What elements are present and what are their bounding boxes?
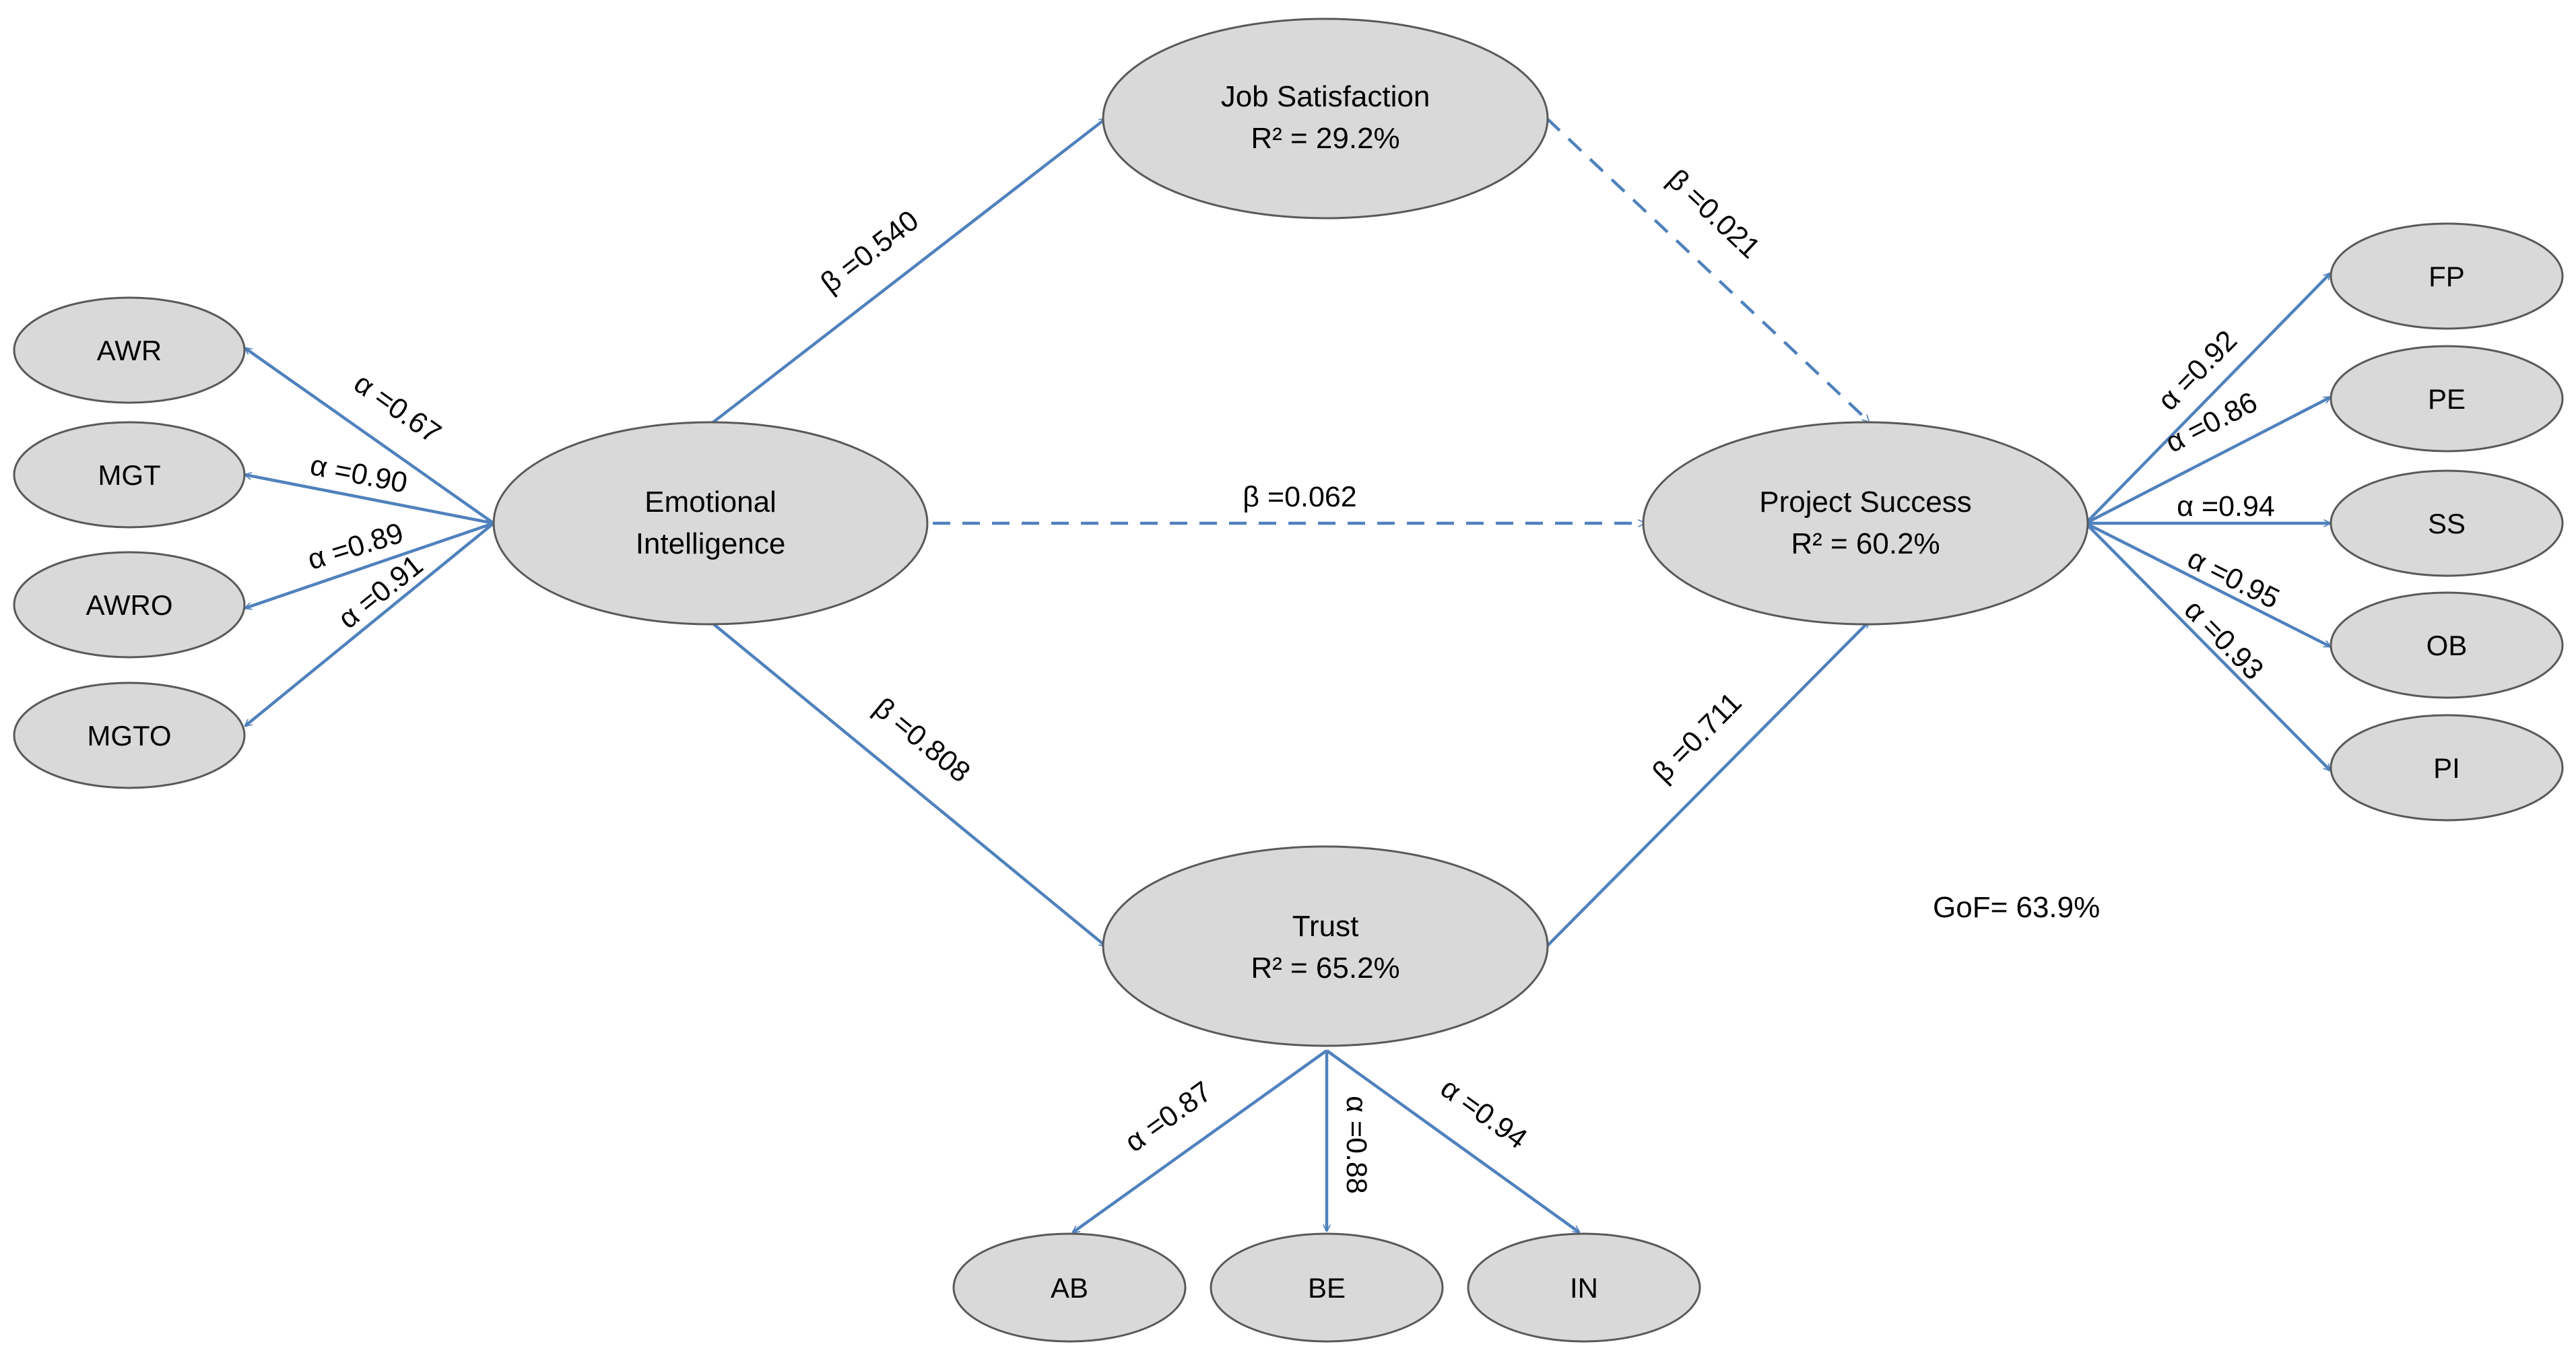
node-in bbox=[1467, 1232, 1701, 1343]
nodes bbox=[13, 18, 2564, 1343]
alpha-ss: α =0.94 bbox=[2177, 490, 2275, 523]
alpha-ab: α =0.87 bbox=[1119, 1075, 1218, 1159]
node-fp bbox=[2330, 222, 2564, 330]
path-trust-to-ps bbox=[1546, 622, 1869, 948]
loading-ei-awr bbox=[245, 347, 495, 525]
in-label: IN bbox=[1570, 1272, 1598, 1304]
beta-ei-ps: β =0.062 bbox=[1243, 481, 1356, 513]
node-awr bbox=[13, 296, 246, 404]
ab-label: AB bbox=[1051, 1272, 1088, 1304]
node-awro bbox=[13, 551, 246, 659]
node-ss bbox=[2330, 469, 2564, 577]
be-label: BE bbox=[1308, 1272, 1346, 1304]
path-js-to-ps bbox=[1546, 117, 1869, 422]
gof-label: GoF= 63.9% bbox=[1933, 891, 2100, 924]
beta-trust-ps: β =0.711 bbox=[1647, 686, 1748, 789]
ps-label-r2: R² = 60.2% bbox=[1791, 527, 1940, 560]
beta-js-ps: β =0.021 bbox=[1661, 163, 1766, 265]
node-pe bbox=[2330, 345, 2564, 453]
alpha-in: α =0.94 bbox=[1434, 1072, 1533, 1156]
loading-ei-mgt bbox=[245, 475, 494, 525]
mgto-label: MGTO bbox=[87, 720, 171, 752]
path-ei-to-trust bbox=[709, 620, 1106, 946]
loading-ei-awro bbox=[245, 521, 494, 608]
ei-label-line1: Emotional bbox=[645, 486, 777, 519]
loading-ps-fp bbox=[2084, 273, 2330, 525]
alpha-be: α =0.88 bbox=[1340, 1096, 1373, 1194]
fp-label: FP bbox=[2429, 261, 2465, 292]
loading-ei-mgto bbox=[245, 522, 495, 726]
mgt-label: MGT bbox=[98, 459, 160, 491]
node-mgt bbox=[13, 421, 246, 529]
node-job-satisfaction bbox=[1102, 18, 1549, 220]
ob-label: OB bbox=[2426, 630, 2468, 661]
loading-ps-pi bbox=[2084, 522, 2330, 770]
node-project-success bbox=[1642, 421, 2089, 626]
js-label-title: Job Satisfaction bbox=[1221, 80, 1430, 113]
node-ab bbox=[952, 1232, 1187, 1343]
node-trust bbox=[1102, 845, 1549, 1047]
node-ob bbox=[2330, 591, 2564, 699]
loading-trust-ab bbox=[1073, 1049, 1328, 1234]
loading-ps-ob bbox=[2084, 521, 2330, 649]
alpha-awr: α =0.67 bbox=[348, 367, 447, 450]
js-label-r2: R² = 29.2% bbox=[1251, 122, 1399, 155]
node-mgto bbox=[13, 682, 246, 789]
path-labels: β =0.540 β =0.062 β =0.808 β =0.021 β =0… bbox=[815, 163, 1766, 789]
beta-ei-trust: β =0.808 bbox=[867, 692, 976, 789]
pi-label: PI bbox=[2433, 752, 2460, 784]
awr-label: AWR bbox=[97, 335, 162, 366]
ps-label-title: Project Success bbox=[1759, 486, 1971, 519]
pe-label: PE bbox=[2428, 383, 2466, 415]
beta-ei-js: β =0.540 bbox=[815, 204, 925, 300]
node-pi bbox=[2330, 714, 2564, 822]
ss-label: SS bbox=[2428, 508, 2466, 539]
alpha-mgt: α =0.90 bbox=[308, 449, 410, 500]
node-be bbox=[1210, 1232, 1444, 1343]
awro-label: AWRO bbox=[86, 589, 172, 621]
loading-trust-in bbox=[1325, 1049, 1579, 1234]
ei-label-line2: Intelligence bbox=[636, 527, 786, 560]
loading-ps-pe bbox=[2084, 395, 2330, 525]
trust-label-r2: R² = 65.2% bbox=[1251, 952, 1399, 985]
node-labels: Emotional Intelligence Job Satisfaction … bbox=[86, 80, 2467, 1304]
edges bbox=[245, 117, 2330, 1234]
path-ei-to-js bbox=[709, 119, 1106, 426]
trust-label-title: Trust bbox=[1292, 910, 1359, 943]
node-emotional-intelligence bbox=[492, 421, 929, 626]
